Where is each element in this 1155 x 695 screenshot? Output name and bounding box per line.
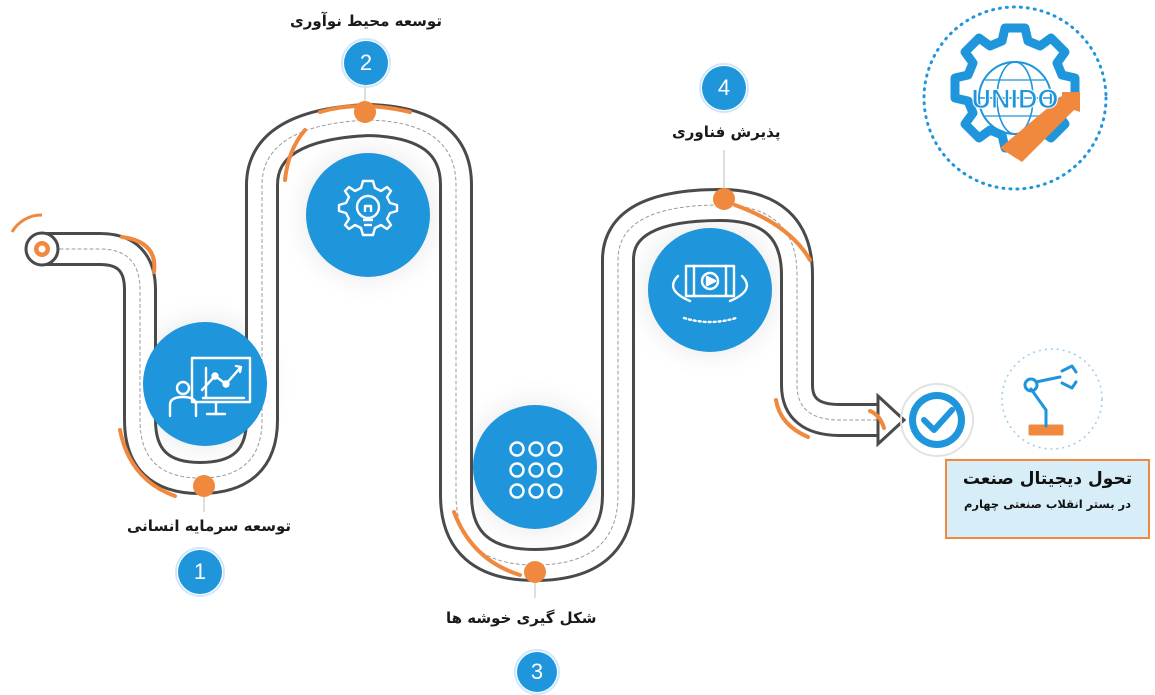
step-2-dot <box>354 101 376 123</box>
road-path <box>25 103 897 582</box>
step-4-dot <box>713 188 735 210</box>
logo-text: UNIDO <box>972 84 1059 114</box>
step-3-number: 3 <box>514 649 560 695</box>
result-title: تحول دیجیتال صنعت <box>962 469 1133 489</box>
step-3-circle <box>473 405 597 529</box>
step-4-label: پذیرش فناوری <box>672 123 781 141</box>
grid-dots-icon <box>509 441 563 499</box>
video-360-icon <box>671 264 749 324</box>
start-marker <box>10 213 60 267</box>
check-circle-icon <box>900 383 974 457</box>
step-2-label: توسعه محیط نوآوری <box>290 12 442 30</box>
step-1-dot <box>193 475 215 497</box>
step-1-label: توسعه سرمایه انسانی <box>127 517 292 535</box>
result-panel: تحول دیجیتال صنعت در بستر انقلاب صنعتی چ… <box>945 459 1150 539</box>
step-3-dot <box>524 561 546 583</box>
unido-logo: UNIDO <box>922 5 1108 191</box>
step-2-number: 2 <box>341 38 391 88</box>
step-connectors <box>193 76 735 598</box>
presentation-chart-icon <box>168 356 252 418</box>
step-4-number: 4 <box>699 63 749 113</box>
road-arrow-head <box>876 392 907 448</box>
step-2-circle <box>306 153 430 277</box>
robot-arm-icon <box>1001 348 1103 450</box>
lightbulb-gear-icon <box>337 179 399 237</box>
step-1-number: 1 <box>175 547 225 597</box>
orange-accent-arcs <box>118 104 886 577</box>
result-subtitle: در بستر انقلاب صنعتی چهارم <box>963 497 1132 511</box>
step-3-label: شکل گیری خوشه ها <box>446 609 597 627</box>
step-4-circle <box>648 228 772 352</box>
step-1-circle <box>143 322 267 446</box>
